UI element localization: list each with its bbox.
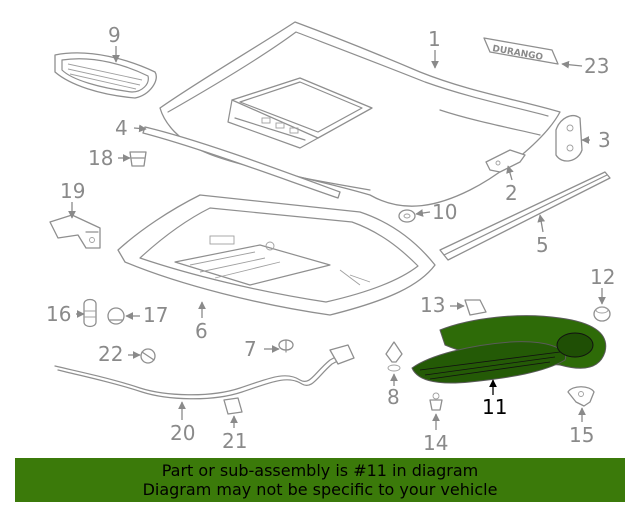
callout-2: 2 (505, 181, 518, 205)
side-rail-part-5 (439, 171, 611, 261)
callout-12: 12 (590, 265, 615, 289)
hood-panel-part-1 (159, 21, 561, 207)
bumper-part-18 (129, 151, 147, 167)
hood-vent-part-9 (54, 52, 157, 99)
callout-11: 11 (482, 395, 507, 419)
callout-16: 16 (46, 302, 71, 326)
fastener-part-14 (429, 392, 443, 411)
callout-3: 3 (598, 128, 611, 152)
callout-4: 4 (115, 116, 128, 140)
callout-1: 1 (428, 27, 441, 51)
hood-inner-panel-part-6 (117, 194, 436, 316)
callout-8: 8 (387, 385, 400, 409)
callout-9: 9 (108, 23, 121, 47)
air-duct-part-11 (411, 315, 607, 384)
callout-22: 22 (98, 342, 123, 366)
plug-part-12 (593, 306, 611, 322)
callout-23: 23 (584, 54, 609, 78)
latch-part-19 (49, 214, 101, 249)
clip-part-21 (223, 397, 243, 415)
retainer-part-8 (385, 341, 403, 372)
clip-part-13 (464, 299, 487, 316)
callout-17: 17 (143, 303, 168, 327)
callout-labels: 1 2 3 4 5 6 7 8 9 10 11 12 13 14 15 16 1… (46, 23, 615, 455)
callout-7: 7 (244, 337, 257, 361)
callout-10: 10 (432, 200, 457, 224)
callout-15: 15 (569, 423, 594, 447)
hood-hinge-part-3 (555, 115, 583, 162)
callout-20: 20 (170, 421, 195, 445)
clip-part-7 (278, 339, 294, 353)
leader-lines (68, 46, 606, 430)
info-banner: Part or sub-assembly is #11 in diagram D… (15, 458, 625, 502)
release-cable-part-20 (54, 344, 355, 400)
parts-diagram: DURANGO (46, 21, 615, 455)
grommet-part-10 (398, 209, 416, 223)
push-pin-part-17 (107, 307, 125, 325)
callout-14: 14 (423, 431, 448, 455)
callout-5: 5 (536, 233, 549, 257)
bumper-stop-part-16 (83, 298, 97, 328)
bracket-part-15 (567, 386, 595, 407)
callout-19: 19 (60, 179, 85, 203)
hood-seal-part-4 (142, 126, 341, 199)
callout-21: 21 (222, 429, 247, 453)
callout-6: 6 (195, 319, 208, 343)
bracket-part-2 (485, 149, 526, 173)
callout-18: 18 (88, 146, 113, 170)
nameplate-badge-part-23: DURANGO (483, 37, 559, 65)
callout-13: 13 (420, 293, 445, 317)
clip-part-22 (140, 348, 156, 364)
banner-line-1: Part or sub-assembly is #11 in diagram (161, 461, 479, 480)
banner-line-2: Diagram may not be specific to your vehi… (142, 480, 498, 499)
